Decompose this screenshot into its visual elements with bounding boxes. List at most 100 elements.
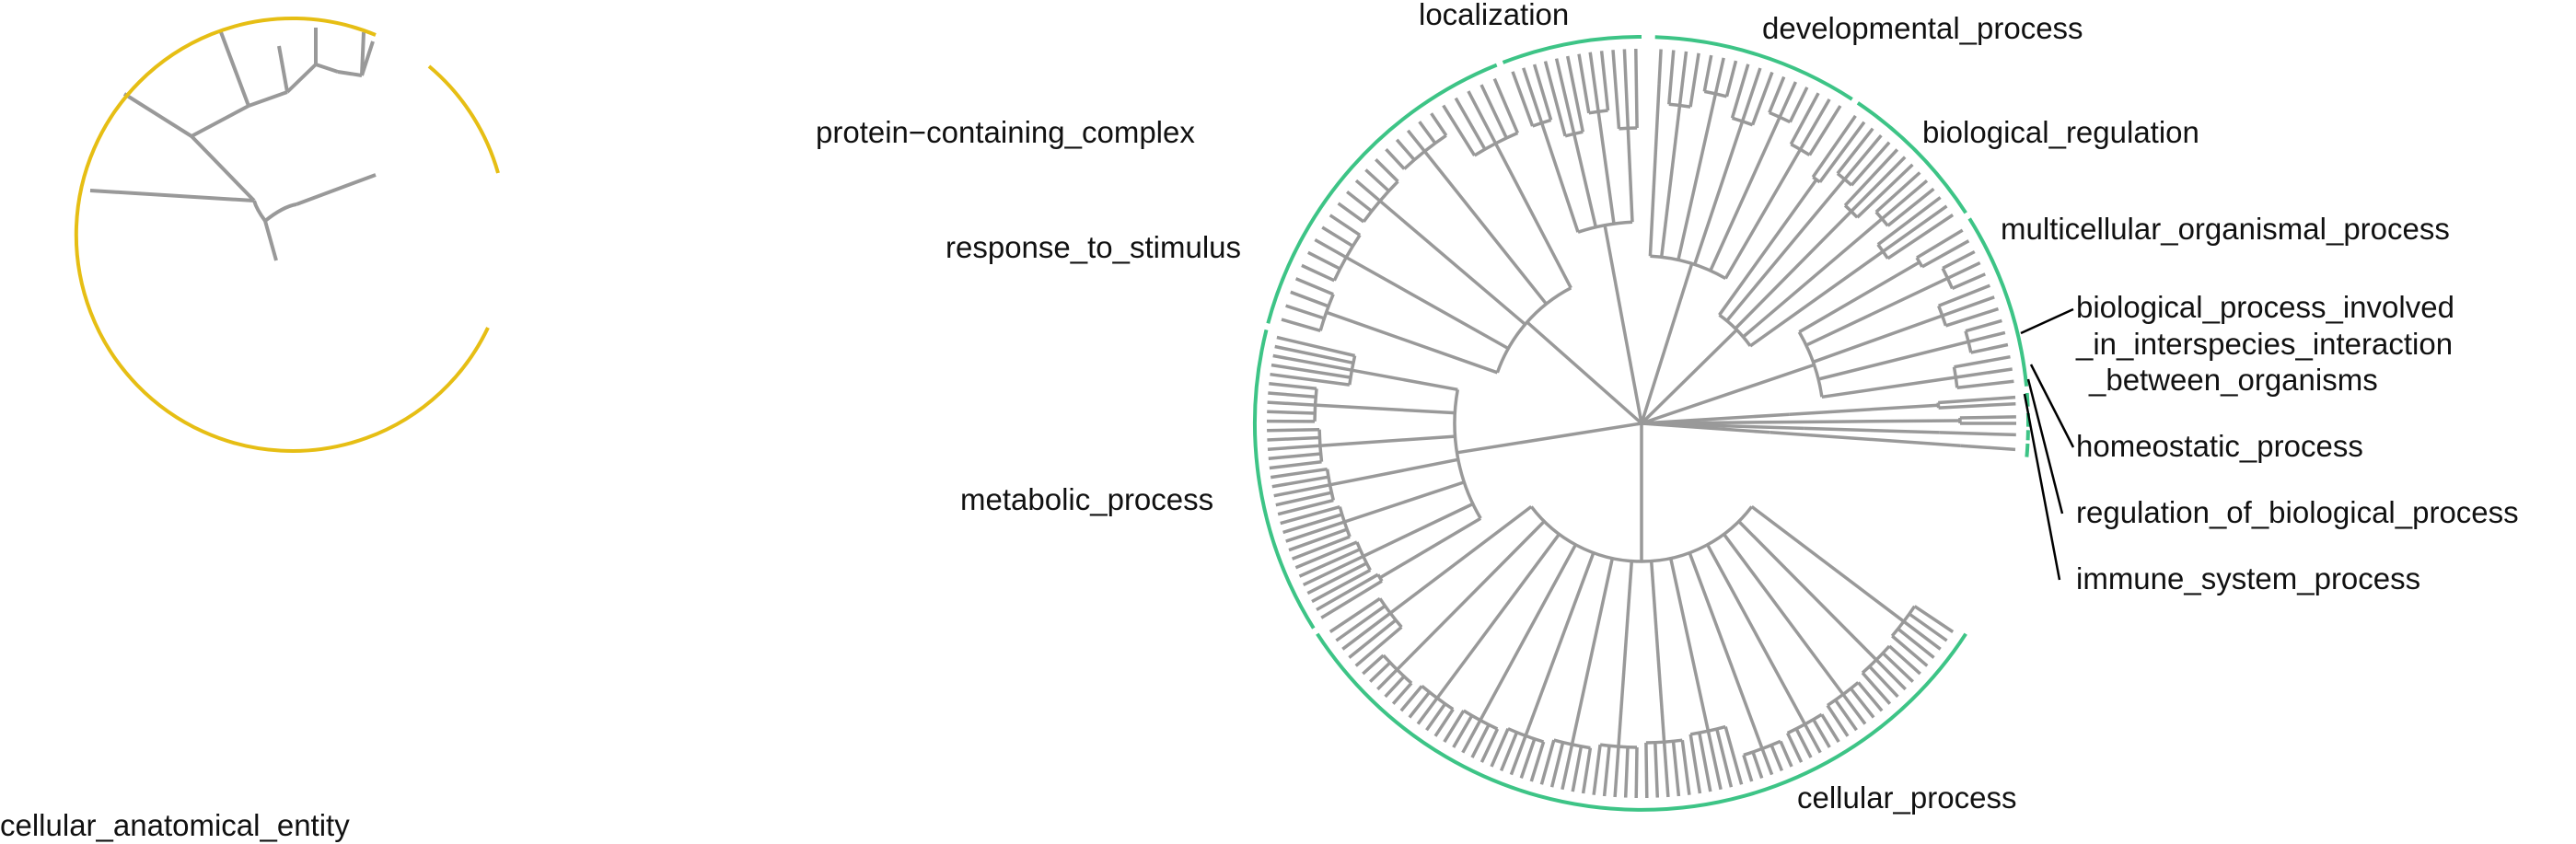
right-leaf-branch bbox=[1723, 726, 1744, 785]
right-leaf-branch bbox=[1375, 157, 1399, 183]
right-leaf-branch bbox=[1592, 744, 1602, 795]
right-internal-branch bbox=[1798, 260, 1920, 334]
right-leaf-branch bbox=[1418, 121, 1437, 145]
right-leaf-branch bbox=[1461, 719, 1482, 754]
leader-line-homeostatic bbox=[2029, 364, 2075, 448]
right-leaf-branch bbox=[1269, 382, 1317, 391]
right-leaf-branch bbox=[1337, 202, 1365, 224]
right-join-arc bbox=[1495, 286, 1572, 374]
right-internal-branch bbox=[1750, 505, 1905, 623]
right-leaf-branch bbox=[1634, 746, 1639, 799]
right-leader-lines bbox=[2020, 307, 2075, 581]
right-leaf-branch bbox=[1812, 718, 1831, 748]
right-leaf-branch bbox=[1740, 67, 1762, 122]
left-branch bbox=[360, 31, 366, 76]
right-leaf-branch bbox=[1881, 652, 1915, 683]
right-leaf-branch bbox=[1268, 391, 1317, 399]
right-leaf-branch bbox=[1789, 92, 1820, 145]
clade-label-biological-regulation: biological_regulation bbox=[1922, 115, 2199, 149]
right-leaf-branch bbox=[1623, 746, 1630, 798]
left-branch bbox=[122, 92, 193, 138]
right-leaf-branch bbox=[1811, 114, 1857, 179]
leader-line-regulation bbox=[2026, 378, 2064, 514]
right-leaf-branch bbox=[1275, 491, 1332, 507]
right-join-arc bbox=[1703, 89, 1727, 98]
right-leaf-branch bbox=[1938, 401, 2016, 410]
right-internal-branch bbox=[1649, 561, 1666, 743]
right-leaf-branch bbox=[1698, 732, 1712, 792]
right-internal-branch bbox=[1343, 480, 1465, 524]
right-circular-tree: localization developmental_process biolo… bbox=[946, 0, 2519, 815]
right-leaf-branch bbox=[1581, 747, 1593, 794]
right-leaf-branch bbox=[1826, 704, 1850, 737]
clade-label-response-to-stimulus: response_to_stimulus bbox=[946, 230, 1241, 264]
right-leaf-branch bbox=[1532, 64, 1553, 121]
right-leaf-branch bbox=[1849, 688, 1875, 719]
right-leaf-branch bbox=[1778, 81, 1797, 119]
right-leaf-branch bbox=[1539, 739, 1556, 785]
left-branch bbox=[263, 220, 278, 261]
right-leaf-branch bbox=[1406, 129, 1426, 153]
right-join-arc bbox=[1599, 743, 1638, 749]
right-leaf-branch bbox=[1416, 697, 1439, 725]
right-join-arc bbox=[1313, 388, 1318, 422]
right-internal-branch bbox=[1596, 110, 1616, 225]
right-join-arc bbox=[1890, 605, 1917, 638]
right-join-arc bbox=[1529, 505, 1754, 563]
right-leaf-branch bbox=[1954, 354, 2011, 369]
right-internal-branch bbox=[1742, 217, 1884, 339]
clade-label-immune-system-process: immune_system_process bbox=[2076, 561, 2420, 595]
right-leaf-branch bbox=[1702, 54, 1713, 92]
right-join-arc bbox=[1619, 126, 1638, 131]
clade-label-regulation-of-biological-process: regulation_of_biological_process bbox=[2076, 495, 2519, 529]
right-internal-branch bbox=[1319, 434, 1456, 447]
right-internal-branch bbox=[1396, 520, 1546, 671]
right-internal-branch bbox=[1812, 314, 1944, 364]
right-leaf-branch bbox=[1613, 746, 1620, 798]
clade-label-multicellular-organismal-process: multicellular_organismal_process bbox=[2001, 212, 2450, 246]
right-leaf-branch bbox=[1565, 55, 1585, 133]
right-leaf-branch bbox=[1282, 513, 1343, 535]
right-leaf-branch bbox=[1269, 459, 1322, 470]
right-leaf-branch bbox=[1354, 179, 1382, 202]
right-root-branch bbox=[1640, 329, 1738, 425]
left-branch bbox=[89, 189, 255, 202]
right-leaf-branch bbox=[1335, 604, 1387, 642]
right-internal-branch bbox=[1734, 210, 1853, 330]
right-leaf-branch bbox=[1294, 540, 1358, 570]
right-leaf-branch bbox=[1897, 627, 1935, 659]
right-root-branch bbox=[1526, 320, 1643, 425]
right-leaf-branch bbox=[1519, 738, 1537, 779]
right-leaf-branch bbox=[1888, 644, 1921, 676]
left-tree-branches bbox=[89, 28, 377, 261]
right-leaf-branch bbox=[1955, 367, 2013, 379]
right-internal-branch bbox=[1648, 84, 1661, 257]
right-leaf-branch bbox=[1272, 353, 1352, 372]
right-leaf-branch bbox=[1274, 344, 1354, 365]
right-leaf-branch bbox=[1362, 653, 1385, 676]
right-leaf-branch bbox=[1285, 520, 1345, 543]
right-leaf-branch bbox=[1433, 708, 1455, 737]
right-join-arc bbox=[1507, 727, 1545, 744]
right-leaf-branch bbox=[1760, 747, 1774, 776]
right-leaf-branch bbox=[1311, 568, 1372, 604]
right-leaf-branch bbox=[1492, 77, 1520, 134]
right-internal-branch bbox=[1617, 561, 1634, 747]
right-leaf-branch bbox=[1622, 49, 1630, 129]
right-leaf-branch bbox=[1543, 61, 1567, 137]
right-leaf-branch bbox=[1399, 685, 1423, 712]
clade-arc-biological-regulation bbox=[1856, 101, 1967, 214]
left-branch bbox=[315, 63, 339, 74]
right-leaf-branch bbox=[1285, 304, 1325, 320]
right-leaf-branch bbox=[1677, 51, 1688, 106]
left-clade-arc-protein-containing-complex bbox=[427, 64, 500, 174]
left-branch bbox=[296, 173, 377, 206]
right-internal-branch bbox=[1362, 502, 1474, 558]
right-leaf-branch bbox=[1836, 127, 1874, 175]
right-internal-branch bbox=[1693, 121, 1745, 265]
right-leaf-branch bbox=[1751, 751, 1764, 779]
right-leaf-branch bbox=[1874, 171, 1921, 214]
right-leaf-branch bbox=[1671, 741, 1681, 797]
right-join-arc bbox=[1645, 738, 1683, 745]
right-leaf-branch bbox=[1886, 214, 1955, 260]
